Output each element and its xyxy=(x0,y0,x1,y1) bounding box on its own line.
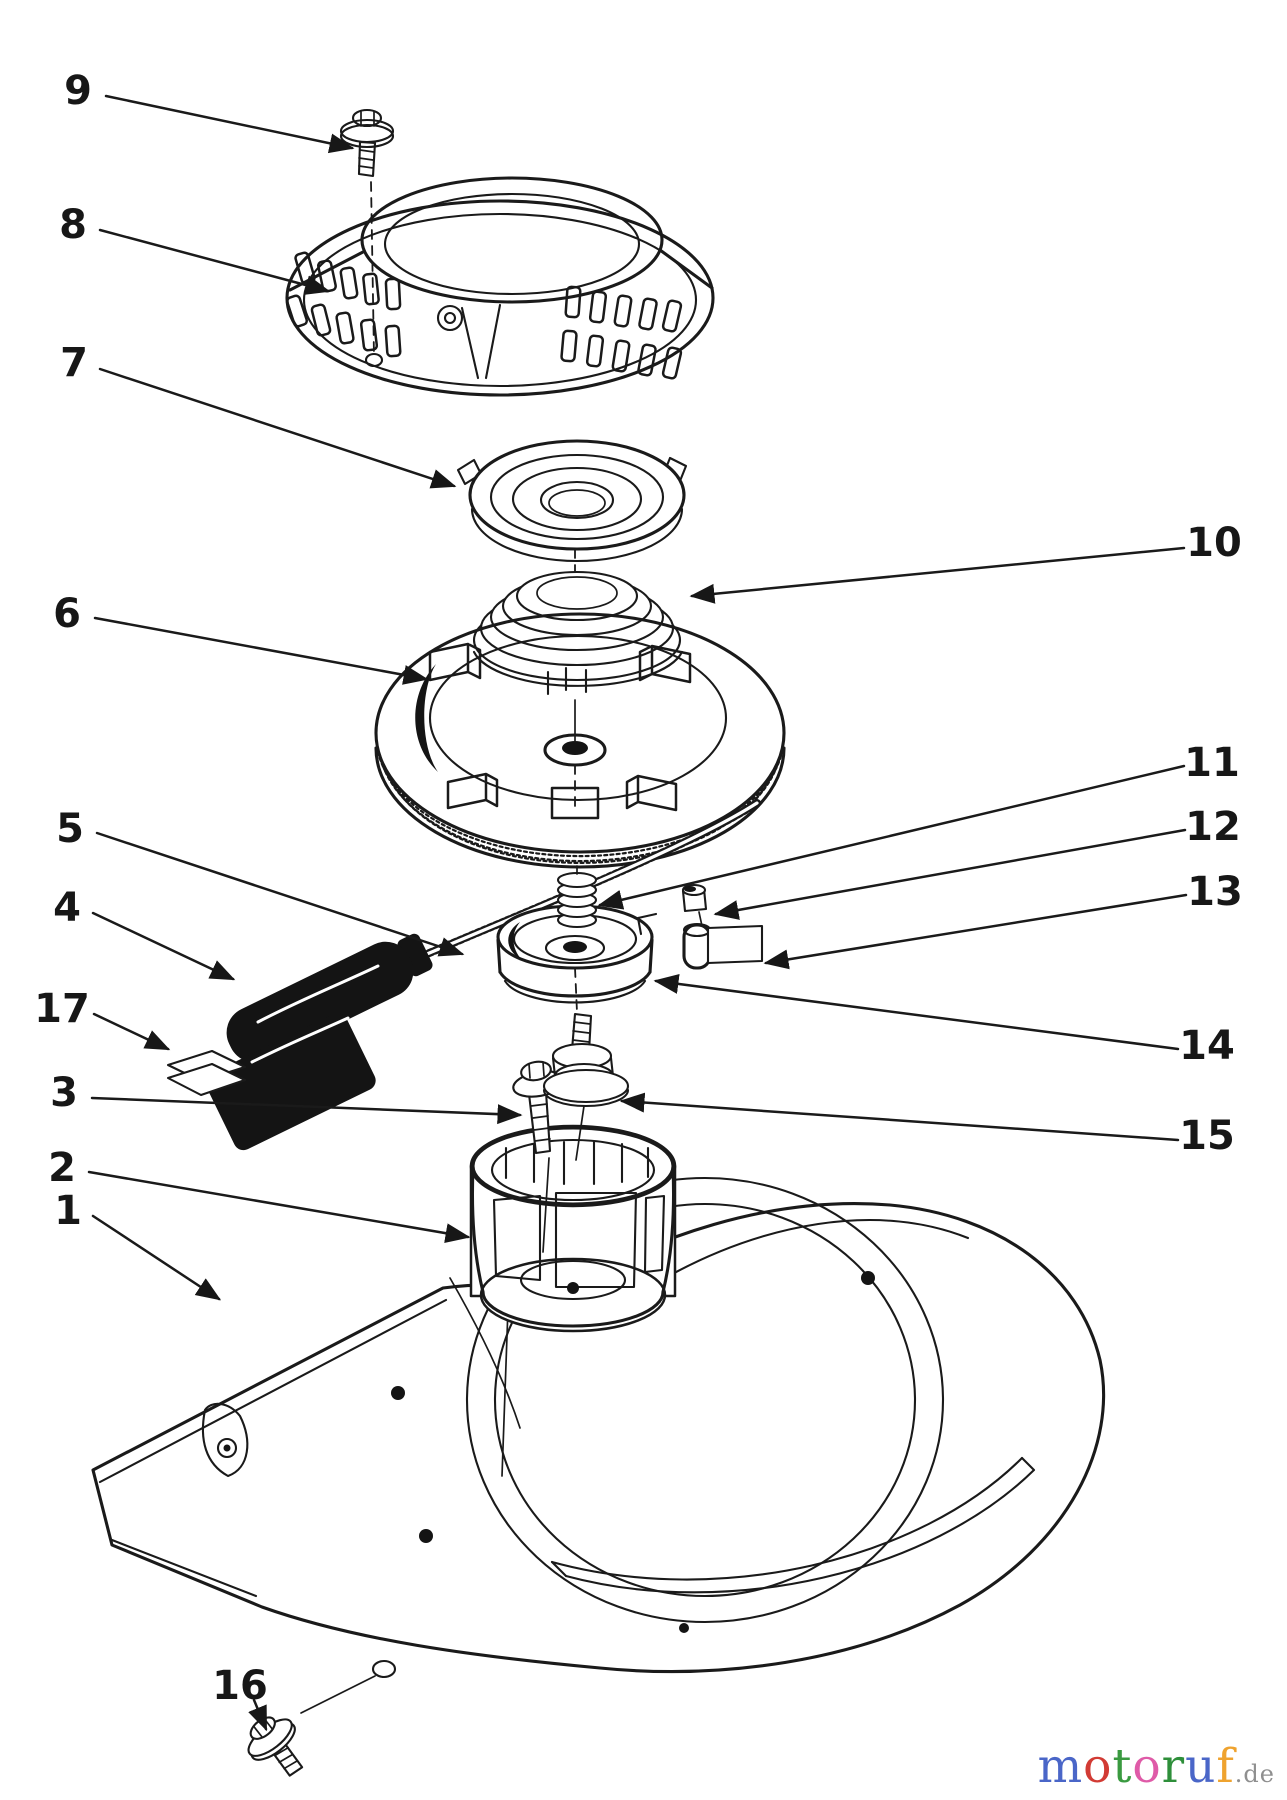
callout-13: 13 xyxy=(763,869,1243,970)
callout-14: 14 xyxy=(653,973,1235,1069)
callout-number-16: 16 xyxy=(212,1663,268,1709)
part-recoil-housing xyxy=(285,176,715,397)
bolt-hole xyxy=(861,1271,875,1285)
callout-number-1: 1 xyxy=(54,1188,82,1234)
callout-15: 15 xyxy=(619,1092,1235,1159)
callout-number-17: 17 xyxy=(34,986,90,1032)
callout-number-2: 2 xyxy=(48,1145,76,1191)
part-clip xyxy=(166,1049,247,1097)
watermark-letter: t xyxy=(1112,1739,1133,1794)
callout-number-12: 12 xyxy=(1185,804,1241,850)
callout-number-6: 6 xyxy=(53,591,81,637)
leader-line-7 xyxy=(98,367,457,489)
part-blower-housing xyxy=(91,1176,1106,1679)
callout-5: 5 xyxy=(56,806,465,957)
leader-line-15 xyxy=(619,1092,1180,1142)
leader-line-6 xyxy=(93,616,429,685)
leader-line-1 xyxy=(91,1214,222,1301)
part-pulley-cap xyxy=(456,439,688,591)
watermark-letter: r xyxy=(1161,1739,1186,1794)
callout-number-5: 5 xyxy=(56,806,84,852)
callout-12: 12 xyxy=(713,804,1241,920)
leader-line-8 xyxy=(98,228,331,295)
part-pawl-retainer xyxy=(682,922,764,970)
callout-4: 4 xyxy=(53,885,236,981)
callout-11: 11 xyxy=(597,740,1240,910)
watermark-suffix: .de xyxy=(1234,1760,1275,1788)
watermark-logo: motoruf.de xyxy=(1038,1739,1275,1794)
callout-16: 16 xyxy=(212,1663,268,1732)
part-clutch-drum xyxy=(496,897,658,1013)
bolt-hole xyxy=(419,1529,433,1543)
watermark-letter: o xyxy=(1132,1739,1162,1794)
callout-8: 8 xyxy=(59,202,331,295)
leader-line-9 xyxy=(104,94,355,154)
callout-number-14: 14 xyxy=(1179,1023,1235,1069)
mounting-tab xyxy=(201,1402,249,1478)
part-pawl-pin xyxy=(681,883,708,927)
part-recoil-spring xyxy=(472,570,684,687)
callout-number-4: 4 xyxy=(53,885,81,931)
callout-number-8: 8 xyxy=(59,202,87,248)
callout-17: 17 xyxy=(34,986,171,1051)
callout-9: 9 xyxy=(64,68,355,154)
callout-number-9: 9 xyxy=(64,68,92,114)
callout-number-3: 3 xyxy=(50,1070,78,1116)
callout-number-11: 11 xyxy=(1184,740,1240,786)
leader-line-2 xyxy=(87,1170,471,1244)
leader-line-13 xyxy=(763,893,1188,970)
leader-line-5 xyxy=(95,831,465,957)
leader-line-4 xyxy=(91,911,236,981)
watermark-letter: f xyxy=(1216,1739,1235,1794)
watermark-letter: u xyxy=(1185,1739,1217,1794)
part-small-spring xyxy=(556,865,598,929)
leader-line-17 xyxy=(92,1012,171,1051)
watermark-letter: o xyxy=(1083,1739,1113,1794)
callout-1: 1 xyxy=(54,1188,222,1301)
callout-3: 3 xyxy=(50,1070,523,1125)
callout-number-15: 15 xyxy=(1179,1113,1235,1159)
callout-number-13: 13 xyxy=(1187,869,1243,915)
callout-7: 7 xyxy=(60,340,457,489)
watermark-letter: m xyxy=(1037,1739,1084,1794)
part-bolt-washer xyxy=(542,1012,630,1161)
screw-hole xyxy=(371,1659,397,1679)
bolt-hole xyxy=(679,1623,689,1633)
vent-slots-right xyxy=(560,285,683,380)
leader-line-11 xyxy=(597,764,1186,910)
callout-6: 6 xyxy=(53,591,429,685)
bolt-hole xyxy=(391,1386,405,1400)
leader-line-10 xyxy=(689,546,1186,604)
callout-2: 2 xyxy=(48,1145,471,1244)
mount-hole xyxy=(364,352,384,368)
leader-line-12 xyxy=(713,828,1187,920)
leader-line-14 xyxy=(653,973,1180,1051)
callout-number-7: 7 xyxy=(60,340,88,386)
part-starter-handle xyxy=(205,933,433,1151)
leader-line-16 xyxy=(248,1698,268,1732)
callout-layer: 9 8 7 6 5 4 17 3 21 16 10 11 12 13 14 15 xyxy=(34,68,1243,1732)
callout-number-10: 10 xyxy=(1186,520,1242,566)
callout-10: 10 xyxy=(689,520,1242,604)
part-retainer-cup xyxy=(469,1124,677,1333)
leader-line-3 xyxy=(90,1096,523,1125)
